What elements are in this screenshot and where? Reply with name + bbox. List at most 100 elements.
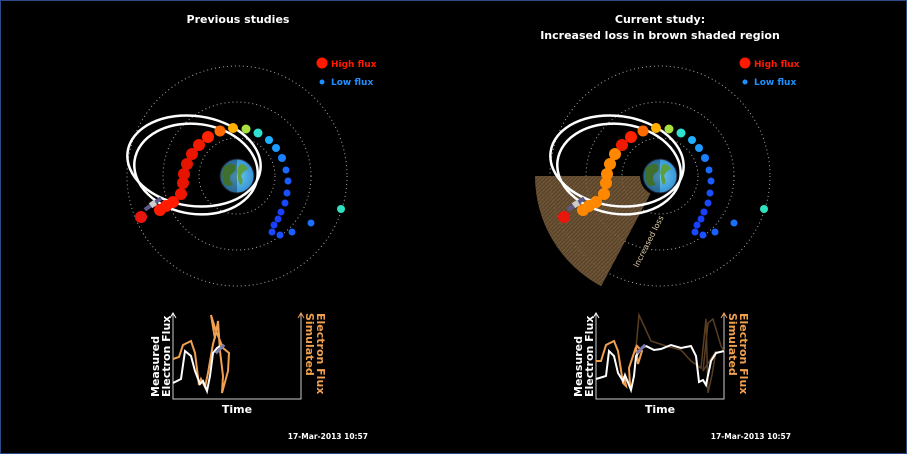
y2-axis-arrow [720,312,728,319]
flux-dot [281,199,289,207]
flux-dot [276,231,284,239]
measured-label-line1: Measured [572,336,585,397]
solar-panel [566,204,575,212]
legend-low-marker [319,79,325,85]
flux-dot [135,211,147,223]
flux-dot [175,188,187,200]
timeseries-axes [595,313,725,400]
flux-dot [604,158,616,170]
distance-ring [162,101,312,251]
flux-dot [616,139,628,151]
satellite-marker-icon [635,343,647,355]
flux-dot [337,205,345,213]
flux-dot [598,188,610,200]
legend-low-label: Low flux [331,78,373,88]
right-panel: Current study: Increased loss in brown s… [535,13,800,441]
earth-night-side [220,159,237,193]
y-axis-arrow [169,312,177,319]
flux-dot [688,136,696,144]
flux-dot [760,205,768,213]
right-title-line1: Current study: [615,13,705,26]
flux-dot [705,166,713,174]
flux-dot [186,148,198,160]
simulated-label-line2: Electron Flux [314,313,327,394]
distance-ring [621,137,699,215]
legend-high-marker [316,57,328,69]
solar-panel [143,204,152,212]
measured-flux-line [595,343,725,394]
measured-label-line2: Electron Flux [583,316,596,397]
flux-dot [700,208,708,216]
simulated-flux-line [596,339,644,390]
flux-dot [282,166,290,174]
right-title-line2: Increased loss in brown shaded region [540,29,780,42]
satellite-icon [143,196,163,212]
satellite-marker-icon [214,343,226,355]
simulated-label-line1: Simulated [726,313,739,376]
flux-dot [272,144,280,152]
flux-dot [699,231,707,239]
satellite-body [148,199,158,209]
flux-dot [609,148,621,160]
flux-dot [202,131,214,143]
flux-dot [228,123,238,133]
timestamp: 17-Mar-2013 10:57 [711,432,791,441]
flux-dot [181,158,193,170]
flux-dot [664,124,674,134]
earth-land [645,164,671,186]
distance-ring [198,137,276,215]
flux-dot [178,168,190,180]
time-axis-label: Time [222,403,252,416]
timestamp: 17-Mar-2013 10:57 [288,432,368,441]
flux-dot [253,128,263,138]
earth-icon [219,158,255,194]
flux-dot [177,177,189,189]
flux-dot [268,228,276,236]
flux-dot [706,189,714,197]
increased-loss-wedge [535,176,651,287]
orbit-track [556,122,682,216]
flux-dot [707,177,715,185]
flux-dot [193,139,205,151]
earth-icon [642,158,678,194]
flux-dot [730,219,738,227]
solar-panel [154,196,163,204]
measured-label-line1: Measured [149,336,162,397]
orbit-track [126,114,262,208]
legend-high-label: High flux [754,60,800,70]
simulated-flux-faded-line [635,312,725,394]
flux-dot [590,196,602,208]
flux-dot [307,219,315,227]
flux-dot [214,125,226,137]
simulated-label-line1: Simulated [303,313,316,376]
solar-panel [577,196,586,204]
distance-ring [549,65,771,287]
flux-dot [600,177,612,189]
legend-high-marker [739,57,751,69]
satellite-marker-panel [214,343,226,355]
flux-dot [274,215,282,223]
legend-low-marker [742,79,748,85]
flux-dot [704,199,712,207]
orbit-track [549,114,685,208]
flux-dot [277,208,285,216]
flux-dot [283,189,291,197]
wedge-label: Increased loss [632,214,666,269]
flux-dot [270,221,278,229]
flux-dot [637,125,649,137]
measured-label-line2: Electron Flux [160,316,173,397]
satellite-body [571,199,581,209]
y-axis-arrow [592,312,600,319]
flux-dot [651,123,661,133]
flux-dot [691,228,699,236]
flux-dot [558,211,570,223]
flux-dot [278,154,286,162]
satellite-icon [566,196,586,212]
legend-high-label: High flux [331,60,377,70]
flux-dot [695,144,703,152]
timeseries-axes [172,313,302,400]
earth-land [222,164,248,186]
